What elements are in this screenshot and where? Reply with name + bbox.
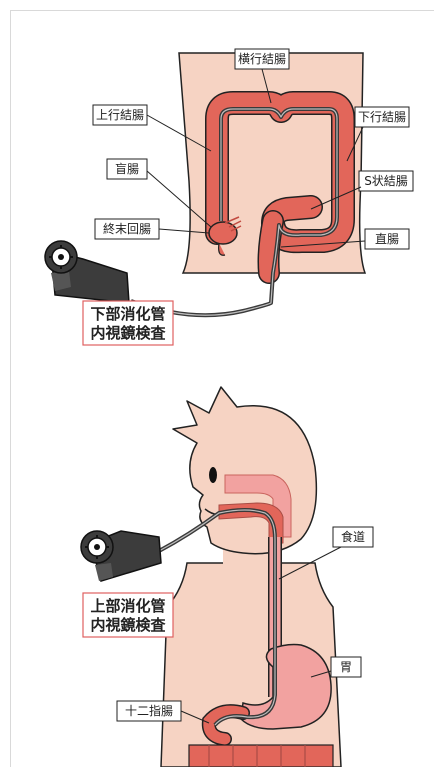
svg-text:盲腸: 盲腸 xyxy=(115,161,139,176)
endoscope-handle-lower xyxy=(45,241,129,303)
svg-text:胃: 胃 xyxy=(340,660,352,674)
svg-text:十二指腸: 十二指腸 xyxy=(125,703,173,718)
lower-title: 下部消化管 内視鏡検査 xyxy=(83,301,173,345)
svg-text:上行結腸: 上行結腸 xyxy=(96,108,144,122)
svg-text:内視鏡検査: 内視鏡検査 xyxy=(90,324,166,342)
eye xyxy=(209,467,217,483)
svg-text:直腸: 直腸 xyxy=(375,232,399,246)
svg-text:食道: 食道 xyxy=(341,529,365,544)
svg-text:S状結腸: S状結腸 xyxy=(364,174,408,188)
lower-gi-panel: 横行結腸 上行結腸 下行結腸 盲腸 S状結腸 終末回腸 直腸 下部消化管 内視鏡… xyxy=(10,10,434,368)
upper-gi-diagram: 食道 胃 十二指腸 上部消化管 内視鏡検査 xyxy=(11,367,434,767)
intestines xyxy=(189,745,333,767)
upper-title: 上部消化管 内視鏡検査 xyxy=(83,593,173,637)
upper-gi-panel: 食道 胃 十二指腸 上部消化管 内視鏡検査 xyxy=(10,367,434,767)
svg-text:下部消化管: 下部消化管 xyxy=(90,305,165,323)
svg-text:内視鏡検査: 内視鏡検査 xyxy=(90,616,166,634)
lower-gi-diagram: 横行結腸 上行結腸 下行結腸 盲腸 S状結腸 終末回腸 直腸 下部消化管 内視鏡… xyxy=(11,11,434,367)
svg-text:横行結腸: 横行結腸 xyxy=(238,52,286,66)
svg-text:上部消化管: 上部消化管 xyxy=(90,597,165,615)
endoscope-handle-upper xyxy=(81,531,161,581)
svg-text:下行結腸: 下行結腸 xyxy=(358,110,406,124)
svg-text:終末回腸: 終末回腸 xyxy=(103,221,151,236)
